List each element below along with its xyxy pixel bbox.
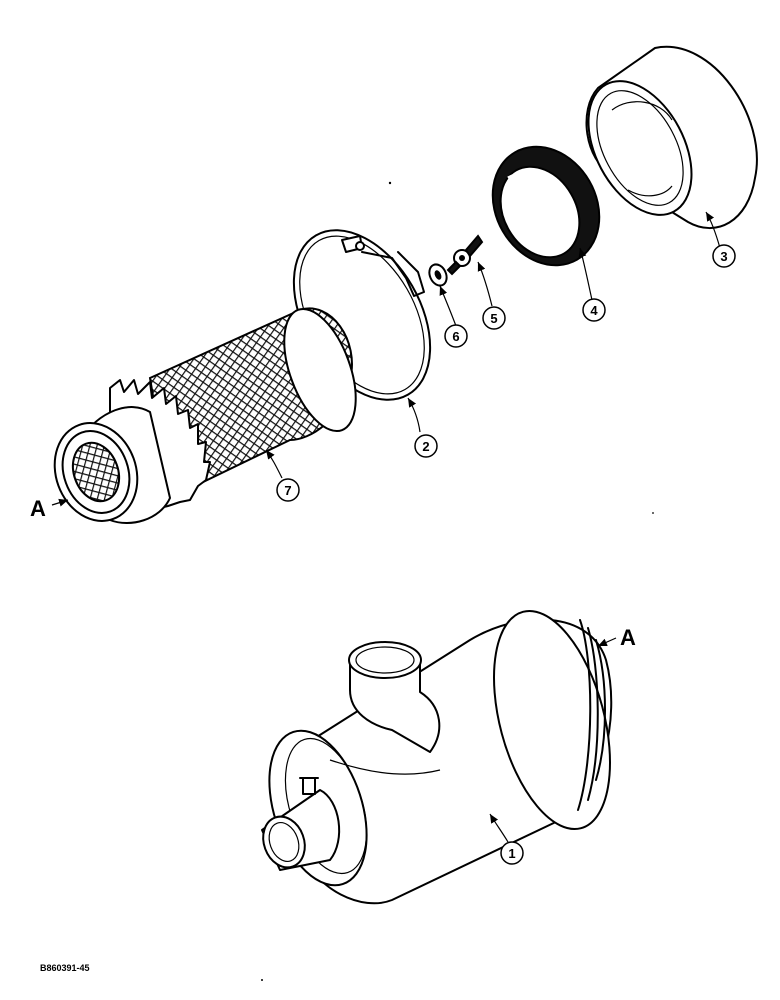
callout-1: 1 [500,841,524,865]
callout-4: 4 [582,298,606,322]
reference-letter-filter: A [30,496,46,521]
outer-cover-part-3 [585,45,758,230]
reference-letter-housing: A [620,625,636,650]
housing-part-1 [261,609,613,905]
seal-ring-part-4 [491,145,601,267]
filter-element-part-7 [53,307,357,524]
callout-2: 2 [414,434,438,458]
svg-text:1: 1 [508,846,515,861]
callout-3: 3 [712,244,736,268]
callout-7: 7 [276,478,300,502]
washer-part-6 [428,263,448,287]
svg-text:7: 7 [284,483,291,498]
svg-text:4: 4 [590,303,598,318]
figure-id: B860391-45 [40,963,90,973]
svg-text:3: 3 [720,249,727,264]
svg-text:5: 5 [490,311,497,326]
svg-text:6: 6 [452,329,459,344]
svg-text:2: 2 [422,439,429,454]
callout-5: 5 [482,306,506,330]
wing-nut-part-5 [446,234,484,276]
callout-6: 6 [444,324,468,348]
leader-lines [51,211,721,843]
